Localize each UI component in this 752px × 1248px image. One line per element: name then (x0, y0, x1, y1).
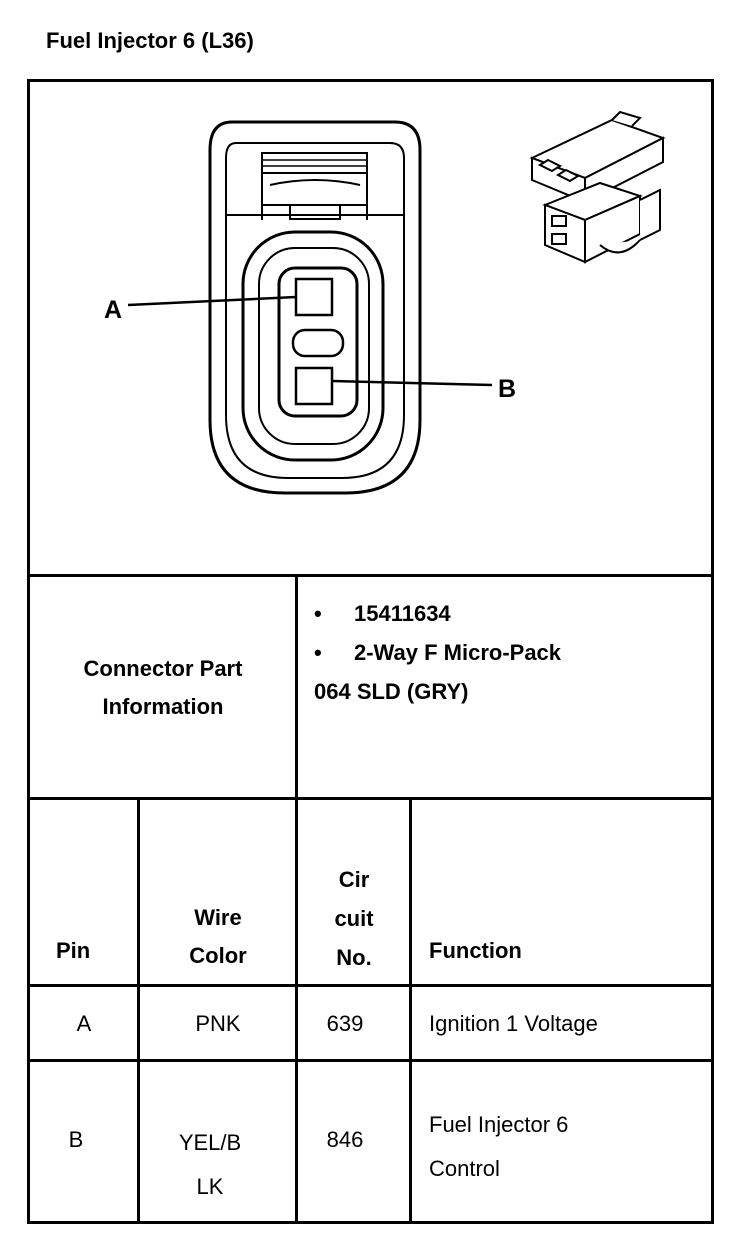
pin-label-b: B (498, 375, 516, 403)
connector-terminal-info: 064 SLD (GRY) (314, 679, 469, 704)
face-ring-inner (277, 266, 359, 418)
frame-bottom (27, 1221, 714, 1224)
divider-pin-col (137, 797, 140, 1224)
leader-line-b (331, 379, 493, 387)
terminal-b (294, 366, 334, 406)
connector-housing-outer (208, 120, 422, 495)
bullet-icon: • (314, 601, 322, 626)
latch-top (261, 152, 368, 174)
frame-top (27, 79, 714, 82)
row-a-function: Ignition 1 Voltage (429, 1011, 598, 1036)
connector-diagram: A B (104, 110, 666, 495)
row-a-pin: A (76, 1011, 92, 1036)
divider-info-col (295, 574, 298, 1224)
header-circuit-no: Cir cuit No. (334, 867, 374, 970)
row-b-function: Fuel Injector 6 Control (429, 1112, 569, 1181)
terminal-key (291, 328, 345, 358)
divider-circuit-col (409, 797, 412, 1224)
connector-type-item: • 2-Way F Micro-Pack (314, 633, 561, 672)
face-ring-outer (241, 230, 385, 462)
row-b-pin: B (68, 1127, 84, 1152)
terminal-a (294, 277, 334, 317)
leader-line-a (127, 295, 297, 307)
part-info-label-line1: Connector Part (83, 656, 243, 681)
page-title: Fuel Injector 6 (L36) (46, 28, 254, 53)
row-b-wire-color: YEL/B LK (178, 1130, 242, 1199)
part-info-label-line2: Information (102, 694, 224, 719)
divider-diagram (27, 574, 714, 577)
divider-row-a (27, 1059, 714, 1062)
connector-part-info-label: Connector Part Information (30, 650, 296, 726)
pin-label-a: A (104, 296, 122, 324)
face-ring-middle (258, 247, 370, 445)
row-a-circuit: 639 (326, 1011, 364, 1036)
header-wire-color: Wire Color (189, 905, 247, 968)
part-number-item: • 15411634 (314, 594, 561, 633)
part-number: 15411634 (354, 601, 451, 626)
bullet-icon: • (314, 640, 322, 665)
connector-part-list: • 15411634 • 2-Way F Micro-Pack 064 SLD (G… (314, 594, 561, 711)
row-a-wire-color: PNK (195, 1011, 241, 1036)
header-function: Function (429, 938, 522, 963)
row-b-circuit: 846 (326, 1127, 364, 1152)
connector-type: 2-Way F Micro-Pack (354, 640, 562, 665)
latch-body (261, 173, 368, 206)
frame-right (711, 79, 714, 1224)
divider-part-info (27, 797, 714, 800)
divider-header (27, 984, 714, 987)
header-pin: Pin (56, 938, 91, 963)
connector-housing-inner (225, 142, 405, 479)
connector-iso-icon (529, 110, 666, 264)
frame-left (27, 79, 30, 1224)
